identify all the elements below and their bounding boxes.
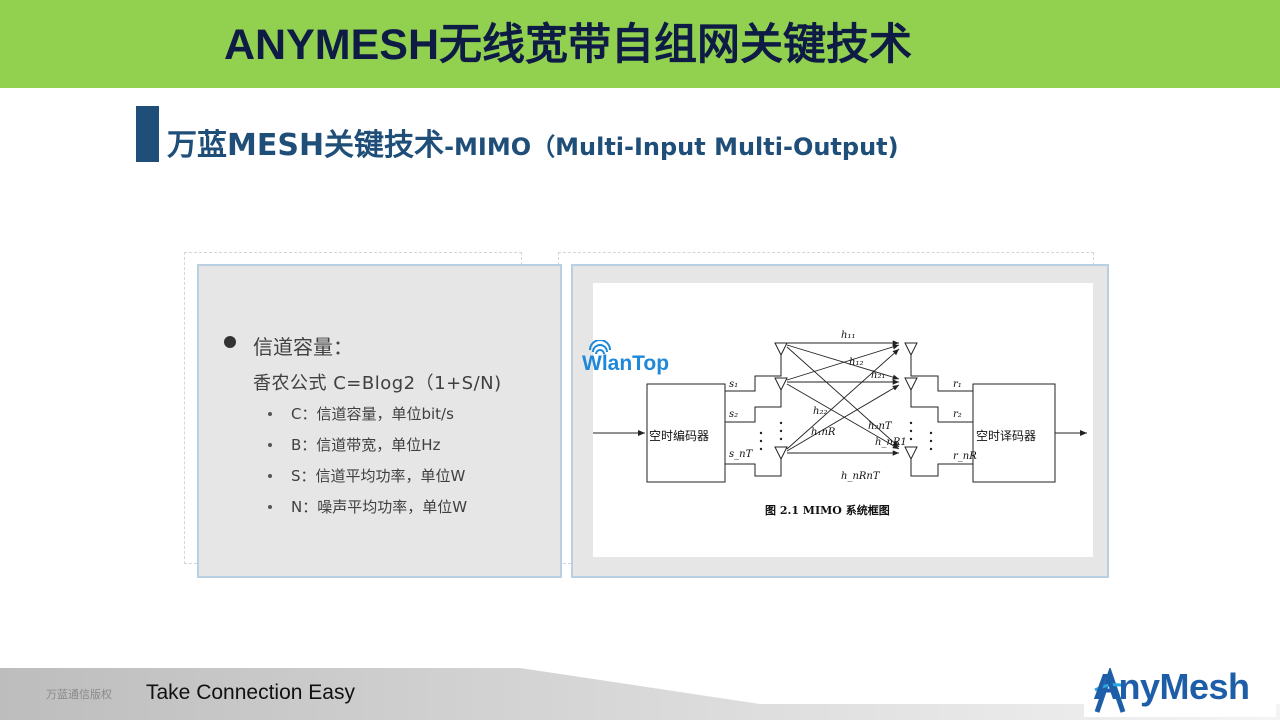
output-label: r_nR xyxy=(953,451,977,462)
definition-text: C：信道容量，单位bit/s xyxy=(291,405,454,423)
input-label: s_nT xyxy=(729,449,754,460)
brand-logo-text: AnyMesh xyxy=(1093,666,1250,707)
formula-panel xyxy=(197,264,562,578)
subtitle-prefix: 万蓝MESH关键技术 xyxy=(167,128,445,163)
definition-list: C：信道容量，单位bit/s B：信道带宽，单位Hz S：信道平均功率，单位W … xyxy=(265,402,467,526)
section-subtitle: 万蓝MESH关键技术-MIMO（Multi-Input Multi-Output… xyxy=(167,120,899,164)
channel-label: h₁nR xyxy=(811,427,836,438)
wifi-icon xyxy=(589,340,611,355)
rx-antenna-icon xyxy=(904,446,918,461)
decoder-label: 空时译码器 xyxy=(976,429,1036,443)
input-label: s₂ xyxy=(729,409,738,420)
title-banner xyxy=(0,0,1280,88)
channel-label: h₂₂ xyxy=(813,406,827,417)
output-label: r₂ xyxy=(953,409,962,420)
input-label: s₁ xyxy=(729,379,738,390)
channel-label: h_nRnT xyxy=(841,471,881,482)
definition-text: N：噪声平均功率，单位W xyxy=(291,498,468,516)
channel-label: h₁₂ xyxy=(849,357,863,368)
channel-label: h₂nT xyxy=(868,421,893,432)
bullet-icon xyxy=(268,474,272,478)
encoder-label: 空时编码器 xyxy=(649,428,709,443)
subtitle-accent-bar xyxy=(136,106,159,162)
definition-text: B：信道带宽，单位Hz xyxy=(291,436,441,454)
bullet-icon xyxy=(268,505,272,509)
tx-antenna-icon xyxy=(774,377,788,392)
channel-label: h_nR1 xyxy=(875,437,907,448)
figure-caption: 图 2.1 MIMO 系统框图 xyxy=(765,503,890,517)
wlantop-watermark: WlanTop xyxy=(582,352,670,375)
list-item: C：信道容量，单位bit/s xyxy=(265,402,467,433)
list-item: N：噪声平均功率，单位W xyxy=(265,495,467,526)
anymesh-logo-icon xyxy=(1094,668,1126,713)
list-item: S：信道平均功率，单位W xyxy=(265,464,467,495)
rx-antenna-icon xyxy=(904,377,918,392)
encoder-block xyxy=(646,383,726,483)
output-label: r₁ xyxy=(953,379,962,390)
copyright-text: 万蓝通信版权 xyxy=(46,688,112,701)
subtitle-suffix: -MIMO（Multi-Input Multi-Output) xyxy=(444,133,899,161)
footer-band xyxy=(0,664,1280,720)
channel-label: h₁₁ xyxy=(841,330,855,341)
list-item: B：信道带宽，单位Hz xyxy=(265,433,467,464)
slide-title: ANYMESH无线宽带自组网关键技术 xyxy=(224,21,913,69)
bullet-icon xyxy=(224,336,236,348)
mimo-diagram: 空时编码器 空时译码器 图 2.1 MIMO 系统框图 s₁ s₂ s_nT r… xyxy=(593,283,1093,557)
definition-text: S：信道平均功率，单位W xyxy=(291,467,466,485)
bullet-icon xyxy=(268,443,272,447)
rx-antenna-icon xyxy=(904,342,918,357)
tx-antenna-icon xyxy=(774,342,788,357)
capacity-heading: 信道容量： xyxy=(253,335,353,359)
bullet-icon xyxy=(268,412,272,416)
slogan-text: Take Connection Easy xyxy=(146,681,355,704)
channel-label: h₂₁ xyxy=(871,370,885,381)
tx-antenna-icon xyxy=(774,446,788,461)
shannon-formula: 香农公式 C=Blog2（1+S/N) xyxy=(253,373,502,394)
